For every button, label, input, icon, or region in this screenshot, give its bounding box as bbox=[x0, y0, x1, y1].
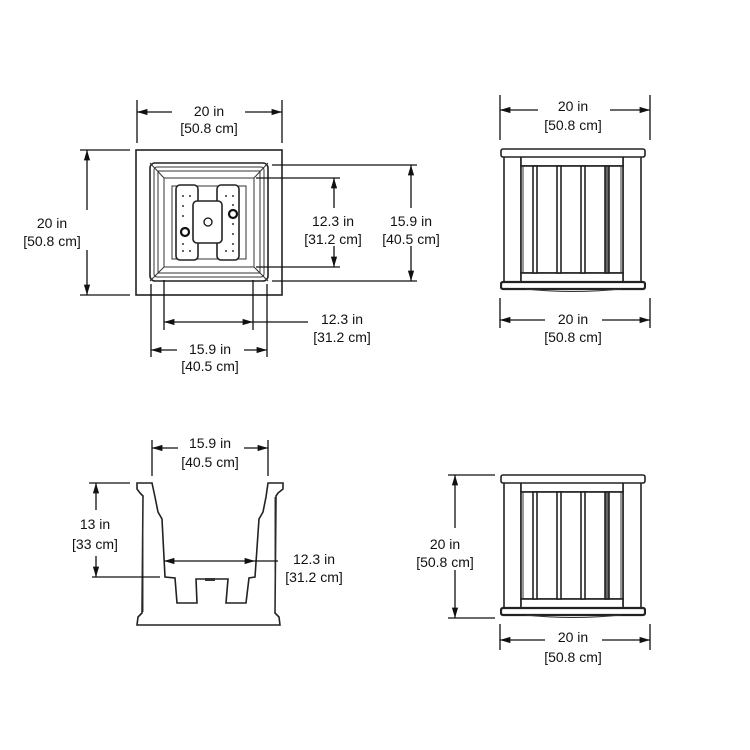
section-bottom-in: 12.3 in bbox=[293, 551, 335, 567]
outer-depth-in: 15.9 in bbox=[390, 213, 432, 229]
section-opening-cm: [40.5 cm] bbox=[181, 454, 239, 470]
side-width-in: 20 in bbox=[558, 629, 588, 645]
outer-depth-cm: [40.5 cm] bbox=[382, 231, 440, 247]
drain-hole-left bbox=[179, 226, 191, 238]
outer-width-in: 15.9 in bbox=[189, 341, 231, 357]
inner-width-cm: [31.2 cm] bbox=[313, 329, 371, 345]
front-top-width-in: 20 in bbox=[558, 98, 588, 114]
section-depth-cm: [33 cm] bbox=[72, 536, 118, 552]
side-width-cm: [50.8 cm] bbox=[544, 649, 602, 665]
section-view: 15.9 in [40.5 cm] 13 in [33 cm] 12.3 in … bbox=[72, 435, 343, 626]
drain-plug bbox=[205, 578, 215, 581]
front-top-width-cm: [50.8 cm] bbox=[544, 117, 602, 133]
side-height-cm: [50.8 cm] bbox=[416, 554, 474, 570]
side-view: 20 in [50.8 cm] 20 in [50.8 cm] bbox=[416, 475, 651, 665]
top-width-in: 20 in bbox=[194, 103, 224, 119]
planter-front-elevation bbox=[501, 149, 645, 292]
top-depth-in: 20 in bbox=[37, 215, 67, 231]
top-width-cm: [50.8 cm] bbox=[180, 120, 238, 136]
top-depth-cm: [50.8 cm] bbox=[23, 233, 81, 249]
planter-side-elevation bbox=[501, 475, 645, 618]
planter-cross-section bbox=[136, 482, 284, 626]
side-height-in: 20 in bbox=[430, 536, 460, 552]
center-well bbox=[192, 200, 223, 244]
top-view: 20 in [50.8 cm] 20 in [50.8 cm] 12.3 in … bbox=[23, 100, 440, 374]
drain-hole-right bbox=[227, 208, 239, 220]
front-bottom-width-cm: [50.8 cm] bbox=[544, 329, 602, 345]
inner-depth-in: 12.3 in bbox=[312, 213, 354, 229]
inner-depth-cm: [31.2 cm] bbox=[304, 231, 362, 247]
section-opening-in: 15.9 in bbox=[189, 435, 231, 451]
section-bottom-cm: [31.2 cm] bbox=[285, 569, 343, 585]
center-drain-hole bbox=[203, 217, 213, 227]
section-depth-in: 13 in bbox=[80, 516, 110, 532]
inner-width-in: 12.3 in bbox=[321, 311, 363, 327]
front-view: 20 in [50.8 cm] 20 in [50.8 cm] bbox=[499, 95, 651, 345]
outer-width-cm: [40.5 cm] bbox=[181, 358, 239, 374]
front-bottom-width-in: 20 in bbox=[558, 311, 588, 327]
